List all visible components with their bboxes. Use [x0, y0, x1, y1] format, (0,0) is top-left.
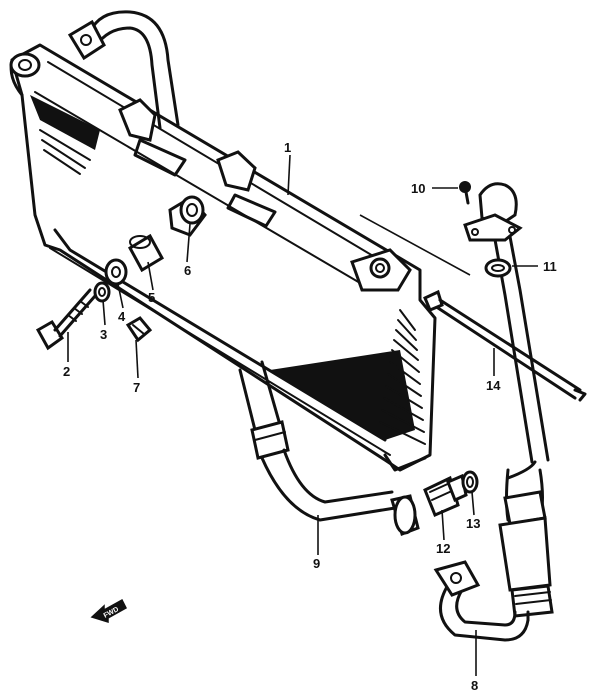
oil-hose-8: [433, 560, 530, 642]
callout-8: 8: [471, 678, 478, 693]
grommet-4: [104, 258, 128, 286]
callout-6: 6: [184, 263, 191, 278]
callout-2: 2: [63, 364, 70, 379]
callout-10: 10: [411, 181, 425, 196]
bolt-2: [35, 288, 97, 351]
callout-11: 11: [543, 259, 557, 274]
forward-arrow-icon: FWD: [90, 598, 127, 624]
callout-7: 7: [133, 380, 140, 395]
callout-3: 3: [100, 327, 107, 342]
oil-cooler-core: [9, 43, 437, 472]
tie-band-14: [423, 289, 587, 402]
callout-5: 5: [148, 290, 155, 305]
union-fitting-12: [423, 473, 468, 517]
cushion-6: [168, 195, 207, 237]
bolt-10: [459, 181, 471, 205]
o-ring-11: [484, 258, 512, 278]
callout-12: 12: [436, 541, 450, 556]
callout-14: 14: [486, 378, 501, 393]
callout-labels: 1 2 3 4 5 6 7 8 9 10 11 12 13 14: [63, 140, 557, 693]
collar-5: [127, 233, 165, 273]
forward-arrow-label: FWD: [103, 606, 120, 620]
washer-3: [93, 281, 111, 303]
right-oil-pipe: [463, 182, 554, 618]
upper-oil-hose: [67, 10, 180, 130]
callout-4: 4: [118, 309, 126, 324]
callout-1: 1: [284, 140, 291, 155]
gasket-13: [461, 470, 479, 494]
callout-leaders: [67, 154, 538, 676]
clip-7: [125, 316, 153, 343]
callout-13: 13: [466, 516, 480, 531]
callout-9: 9: [313, 556, 320, 571]
